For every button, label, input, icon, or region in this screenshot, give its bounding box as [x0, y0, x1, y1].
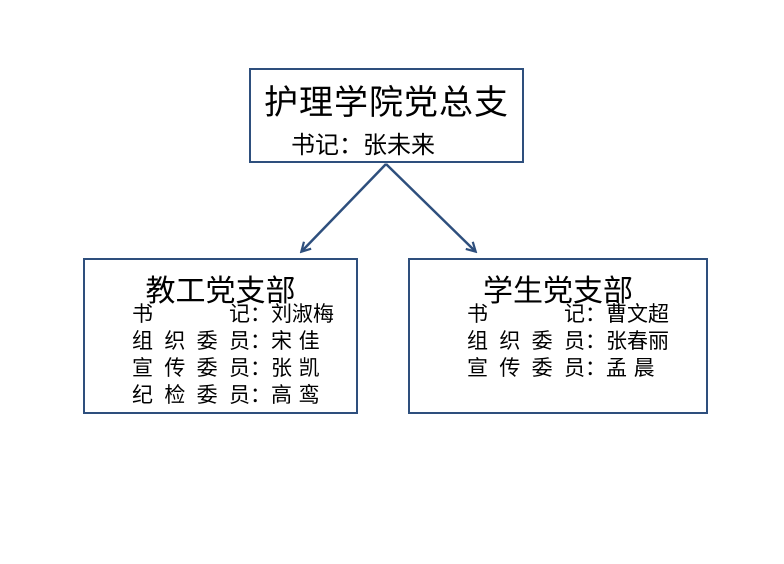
- member-name: 孟 晨: [606, 356, 655, 380]
- arrow-to-student-branch: [385, 163, 475, 251]
- member-role: 纪检委员: [132, 383, 250, 407]
- member-separator: ：: [250, 383, 271, 407]
- member-separator: ：: [250, 329, 271, 353]
- member-role: 宣传委员: [132, 356, 250, 380]
- root-secretary-name: 张未来: [363, 131, 435, 159]
- member-row: 组织委员：宋 佳: [132, 328, 334, 355]
- student-branch-members: 书 记：曹文超 组织委员：张春丽 宣传委员：孟 晨: [467, 301, 669, 382]
- member-separator: ：: [585, 356, 606, 380]
- member-row: 书 记：刘淑梅: [132, 301, 334, 328]
- member-separator: ：: [585, 302, 606, 326]
- member-name: 高 鸾: [271, 383, 320, 407]
- member-role: 书 记: [467, 302, 585, 326]
- member-role: 宣传委员: [467, 356, 585, 380]
- faculty-branch-members: 书 记：刘淑梅 组织委员：宋 佳 宣传委员：张 凯 纪检委员：高 鸾: [132, 301, 334, 409]
- member-row: 宣传委员：张 凯: [132, 355, 334, 382]
- member-role: 组织委员: [132, 329, 250, 353]
- member-separator: ：: [250, 356, 271, 380]
- student-branch-node: 学生党支部 书 记：曹文超 组织委员：张春丽 宣传委员：孟 晨: [408, 258, 708, 414]
- root-node: 护理学院党总支 书记：张未来: [249, 68, 524, 163]
- member-role: 书 记: [132, 302, 250, 326]
- root-separator: ：: [339, 131, 363, 159]
- member-separator: ：: [250, 302, 271, 326]
- arrow-to-faculty-branch: [302, 163, 387, 251]
- member-row: 纪检委员：高 鸾: [132, 382, 334, 409]
- member-name: 张春丽: [606, 329, 669, 353]
- member-separator: ：: [585, 329, 606, 353]
- member-row: 宣传委员：孟 晨: [467, 355, 669, 382]
- member-name: 张 凯: [271, 356, 320, 380]
- member-name: 宋 佳: [271, 329, 320, 353]
- root-title: 护理学院党总支: [264, 83, 509, 123]
- member-role: 组织委员: [467, 329, 585, 353]
- member-name: 刘淑梅: [271, 302, 334, 326]
- member-row: 组织委员：张春丽: [467, 328, 669, 355]
- member-name: 曹文超: [606, 302, 669, 326]
- faculty-branch-title: 教工党支部: [145, 274, 296, 309]
- root-secretary-label: 书记: [291, 131, 339, 159]
- faculty-branch-node: 教工党支部 书 记：刘淑梅 组织委员：宋 佳 宣传委员：张 凯 纪检委员：高 鸾: [83, 258, 358, 414]
- member-row: 书 记：曹文超: [467, 301, 669, 328]
- root-secretary: 书记：张未来: [291, 125, 435, 160]
- student-branch-title: 学生党支部: [483, 274, 633, 309]
